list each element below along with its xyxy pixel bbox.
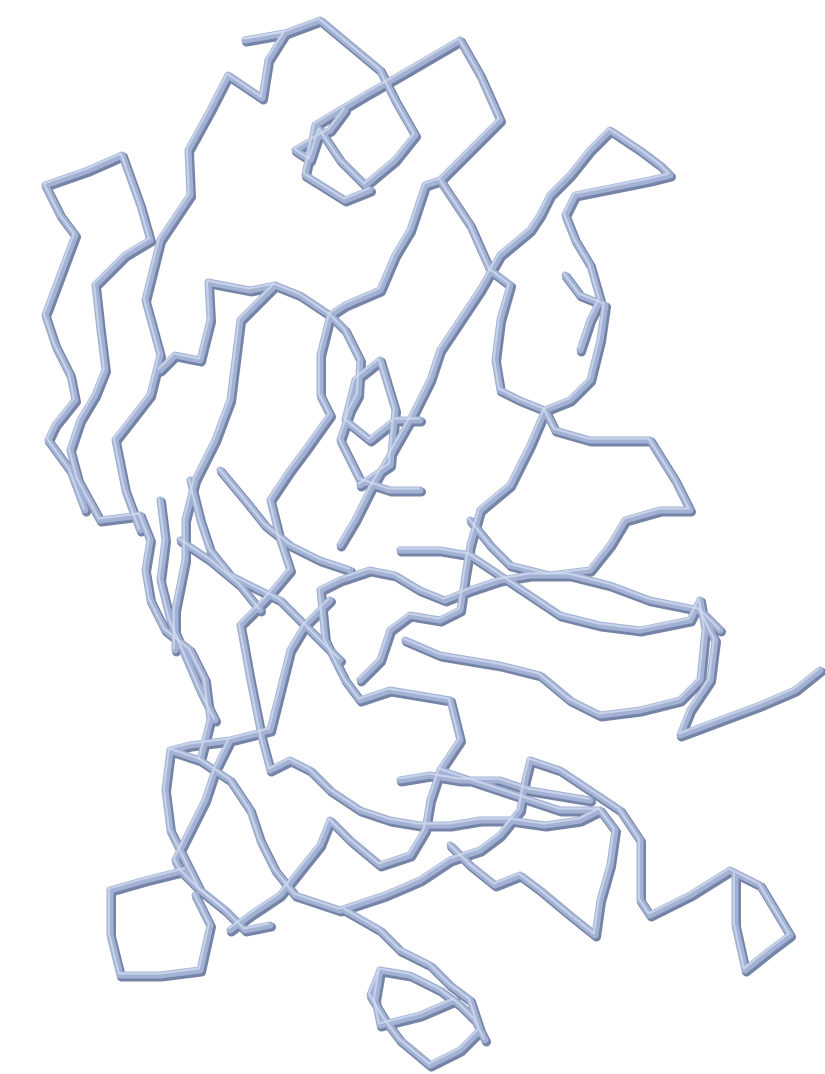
backbone-segment-15 xyxy=(357,407,545,680)
backbone-segment-25 xyxy=(437,767,600,810)
backbone-segment-28 xyxy=(172,737,230,910)
backbone-segment-27 xyxy=(107,867,210,975)
backbone-segment-2 xyxy=(112,30,291,537)
backbone-segment-35 xyxy=(176,536,264,614)
backbone-segment-23 xyxy=(527,757,790,970)
backbone-segment-9 xyxy=(42,182,85,510)
backbone-segment-22 xyxy=(167,747,530,910)
backbone-segment-33 xyxy=(186,476,344,664)
backbone-segment-19 xyxy=(677,607,820,735)
backbone-segment-1 xyxy=(241,16,419,189)
backbone-segment-19 xyxy=(676,606,824,739)
backbone-segment-3 xyxy=(302,37,506,322)
backbone-segment-3 xyxy=(302,37,500,315)
backbone-segment-12 xyxy=(436,176,549,414)
backbone-segment-34 xyxy=(217,467,350,570)
backbone-segment-2 xyxy=(112,30,285,530)
backbone-segment-17 xyxy=(397,547,705,715)
backbone-segment-10 xyxy=(562,127,670,350)
backbone-tube-layer xyxy=(41,16,824,1069)
backbone-segment-15 xyxy=(356,406,549,684)
backbone-segment-3 xyxy=(301,36,504,319)
backbone-highlight-layer xyxy=(42,17,820,1065)
backbone-segment-24 xyxy=(267,757,615,935)
backbone-segment-13 xyxy=(542,272,605,410)
backbone-segment-5 xyxy=(327,312,420,490)
backbone-segment-5 xyxy=(326,311,424,494)
backbone-segment-6 xyxy=(237,312,330,770)
backbone-segment-7 xyxy=(172,282,281,657)
backbone-segment-12 xyxy=(437,177,545,410)
backbone-segment-8 xyxy=(42,152,150,520)
backbone-segment-20 xyxy=(226,586,464,934)
backbone-segment-1 xyxy=(242,17,415,185)
backbone-segment-33 xyxy=(187,477,340,660)
backbone-segment-23 xyxy=(526,756,794,974)
backbone-segment-7 xyxy=(172,282,275,650)
backbone-segment-32 xyxy=(157,497,215,720)
backbone-segment-14 xyxy=(467,407,690,575)
backbone-segment-5 xyxy=(327,312,426,497)
backbone-segment-2 xyxy=(111,29,289,534)
backbone-segment-4 xyxy=(157,279,330,370)
backbone-segment-20 xyxy=(227,587,460,930)
backbone-segment-18 xyxy=(317,567,720,630)
backbone-segment-26 xyxy=(397,772,590,800)
backbone-segment-16 xyxy=(342,357,420,485)
backbone-segment-12 xyxy=(437,177,551,417)
backbone-segment-27 xyxy=(106,866,214,979)
backbone-segment-14 xyxy=(466,406,694,579)
backbone-segment-35 xyxy=(177,537,260,610)
backbone-segment-29 xyxy=(342,907,485,1065)
backbone-segment-30 xyxy=(371,966,459,1029)
backbone-segment-30 xyxy=(372,967,455,1025)
backbone-segment-7 xyxy=(171,281,279,654)
